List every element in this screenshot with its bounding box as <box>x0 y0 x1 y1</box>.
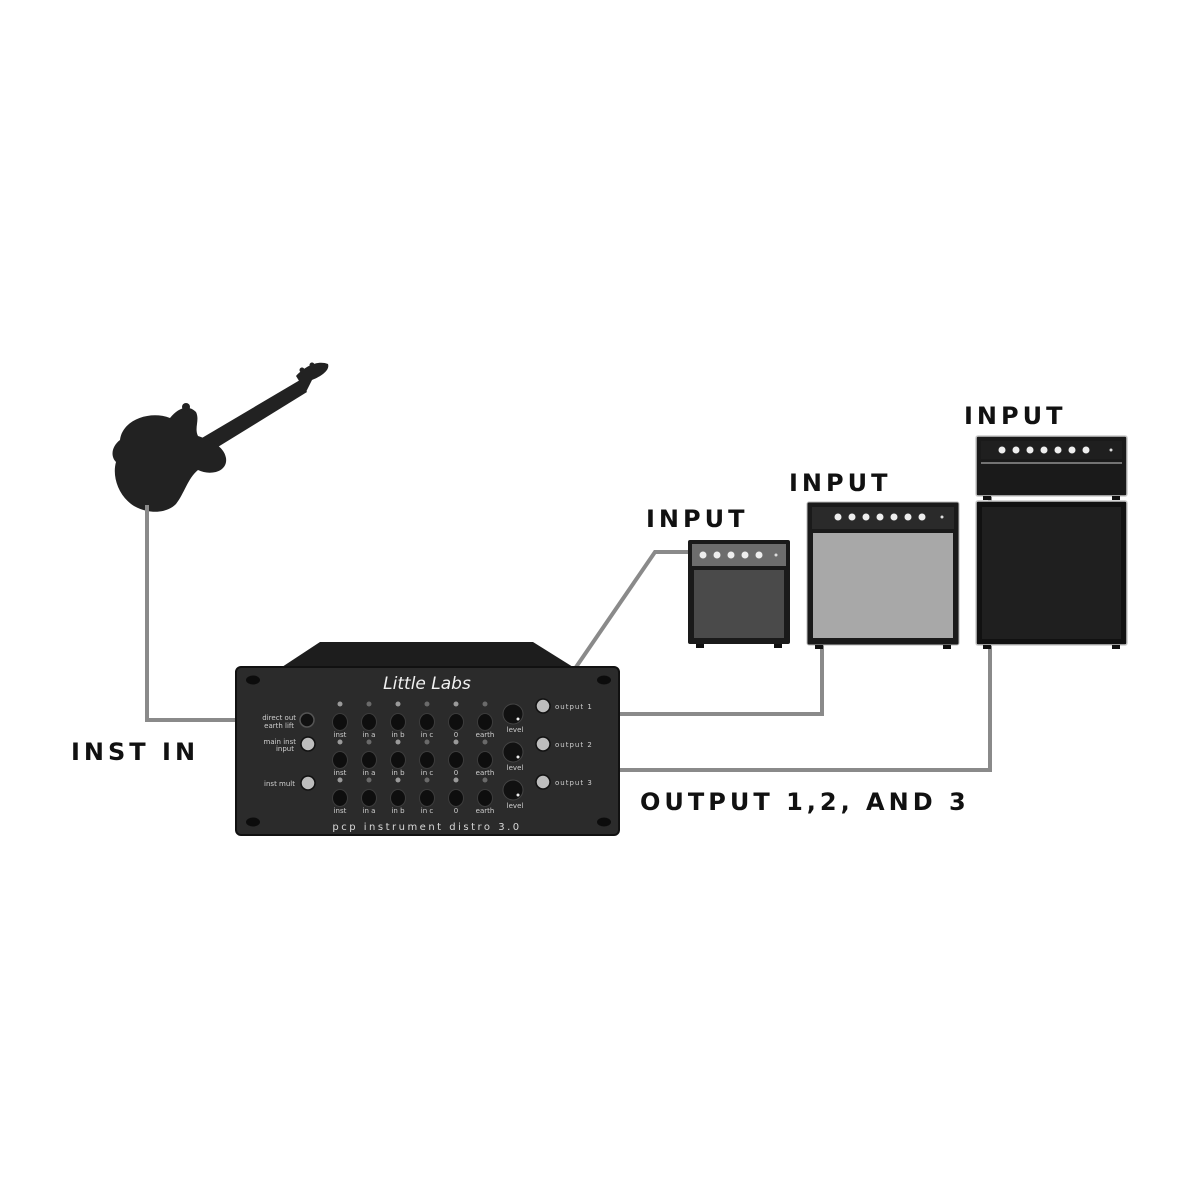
switch-label: in c <box>421 769 434 777</box>
status-led <box>453 739 459 745</box>
toggle-switch-2-1[interactable] <box>332 751 348 769</box>
amp-3-input-label: INPUT <box>964 402 1066 430</box>
switch-label: in b <box>391 731 405 739</box>
status-led <box>366 701 372 707</box>
direct-out-label: direct out <box>262 714 296 722</box>
switch-label: earth <box>476 807 495 815</box>
toggle-switch-2-3[interactable] <box>390 751 406 769</box>
output-1-jack[interactable] <box>535 698 551 714</box>
amp-2-input-label: INPUT <box>789 469 891 497</box>
main-input-label-2: input <box>276 745 294 753</box>
switch-grid <box>332 701 493 807</box>
status-led <box>453 701 459 707</box>
model-label: pcp instrument distro 3.0 <box>332 822 521 833</box>
status-led <box>424 739 430 745</box>
output-2-label: output 2 <box>555 741 593 749</box>
status-led <box>424 777 430 783</box>
switch-label: in a <box>363 807 376 815</box>
switch-label: inst <box>334 807 347 815</box>
brand-label: Little Labs <box>383 674 471 694</box>
switch-label: 0 <box>454 807 458 815</box>
status-led <box>424 701 430 707</box>
amp-3-stack <box>975 435 1128 649</box>
toggle-switch-1-6[interactable] <box>477 713 493 731</box>
switch-label: 0 <box>454 731 458 739</box>
guitar-icon <box>112 362 329 512</box>
amp-1-input-label: INPUT <box>646 505 748 533</box>
level-label-3: level <box>507 802 524 810</box>
switch-label: 0 <box>454 769 458 777</box>
toggle-switch-1-2[interactable] <box>361 713 377 731</box>
toggle-switch-3-1[interactable] <box>332 789 348 807</box>
outputs-label: OUTPUT 1,2, AND 3 <box>640 788 970 816</box>
level-label-1: level <box>507 726 524 734</box>
switch-label: in b <box>391 807 405 815</box>
status-led <box>366 777 372 783</box>
level-knob-1[interactable] <box>502 703 524 725</box>
amp-2-combo <box>806 501 960 649</box>
main-input-label: main inst <box>264 738 297 746</box>
level-knobs <box>502 703 524 801</box>
status-led <box>395 739 401 745</box>
main-input-jack[interactable] <box>300 736 316 752</box>
cable-output-1 <box>548 550 695 707</box>
status-led <box>395 701 401 707</box>
amp-1-combo <box>688 540 790 648</box>
status-led <box>482 701 488 707</box>
output-1-label: output 1 <box>555 703 593 711</box>
switch-label: in a <box>363 731 376 739</box>
switch-label: inst <box>334 769 347 777</box>
switch-label: inst <box>334 731 347 739</box>
toggle-switch-3-2[interactable] <box>361 789 377 807</box>
level-knob-2[interactable] <box>502 741 524 763</box>
inst-mult-label: inst mult <box>264 780 295 788</box>
toggle-switch-1-1[interactable] <box>332 713 348 731</box>
toggle-switch-1-5[interactable] <box>448 713 464 731</box>
toggle-switch-3-6[interactable] <box>477 789 493 807</box>
distro-unit: Little Labs direct out earth lift main i… <box>235 642 620 836</box>
toggle-switch-3-5[interactable] <box>448 789 464 807</box>
output-3-label: output 3 <box>555 779 593 787</box>
output-3-jack[interactable] <box>535 774 551 790</box>
toggle-switch-2-6[interactable] <box>477 751 493 769</box>
status-led <box>337 701 343 707</box>
switch-label: earth <box>476 769 495 777</box>
row-labels: inst in a in b in c 0 earth inst in a in b in c 0 e… <box>334 731 495 815</box>
toggle-switch-2-2[interactable] <box>361 751 377 769</box>
toggle-switch-2-4[interactable] <box>419 751 435 769</box>
switch-label: in b <box>391 769 405 777</box>
status-led <box>366 739 372 745</box>
inst-in-label: INST IN <box>71 738 199 766</box>
switch-label: in a <box>363 769 376 777</box>
output-2-jack[interactable] <box>535 736 551 752</box>
switch-label: in c <box>421 731 434 739</box>
switch-label: in c <box>421 807 434 815</box>
status-led <box>337 739 343 745</box>
toggle-switch-1-4[interactable] <box>419 713 435 731</box>
status-led <box>453 777 459 783</box>
toggle-switch-2-5[interactable] <box>448 751 464 769</box>
level-label-2: level <box>507 764 524 772</box>
level-knob-3[interactable] <box>502 779 524 801</box>
inst-mult-jack[interactable] <box>300 775 316 791</box>
toggle-switch-1-3[interactable] <box>390 713 406 731</box>
status-led <box>482 777 488 783</box>
toggle-switch-3-3[interactable] <box>390 789 406 807</box>
status-led <box>337 777 343 783</box>
status-led <box>395 777 401 783</box>
switch-label: earth <box>476 731 495 739</box>
earth-lift-label: earth lift <box>264 722 294 730</box>
toggle-switch-3-4[interactable] <box>419 789 435 807</box>
status-led <box>482 739 488 745</box>
direct-out-switch[interactable] <box>299 712 315 728</box>
